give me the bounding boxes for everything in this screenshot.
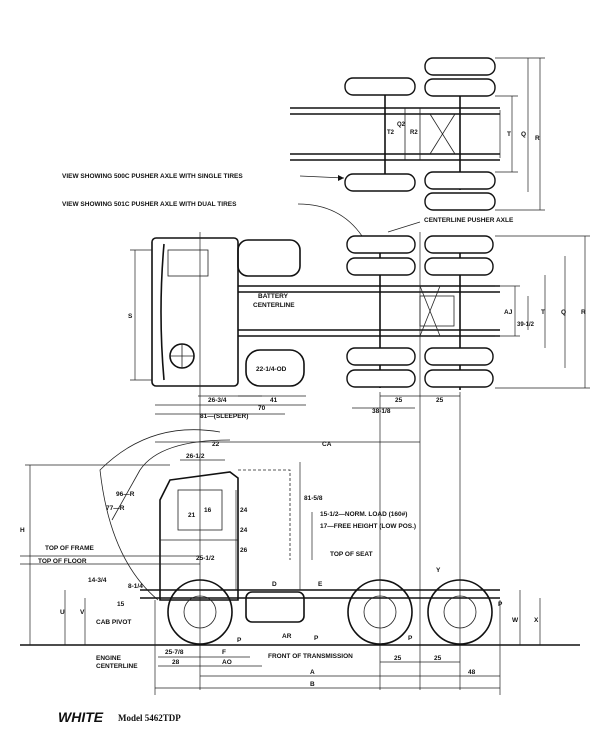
tire <box>346 347 416 366</box>
dim-14-3-4: 14-3/4 <box>88 577 107 584</box>
dim-q2-label: Q2 <box>397 122 406 128</box>
dim-39-label: 39-1/2 <box>517 322 535 328</box>
dim-ao: AO <box>222 659 232 666</box>
dim-25a: 25 <box>395 397 403 404</box>
rear-wheel <box>427 579 493 645</box>
top-of-seat-label: TOP OF SEAT <box>330 551 373 558</box>
tire <box>424 369 494 388</box>
dim-48: 48 <box>468 669 476 676</box>
model-label: Model 5462TDP <box>118 713 181 723</box>
callout-centerline-pusher: CENTERLINE PUSHER AXLE <box>424 217 514 224</box>
front-wheel <box>167 579 233 645</box>
dim-77r: 77—R <box>106 505 125 512</box>
dim-w-label: W <box>512 617 519 624</box>
dim-aj-label: AJ <box>504 309 513 316</box>
tire <box>424 78 496 97</box>
tire <box>344 173 416 192</box>
dim-26: 26 <box>240 547 248 554</box>
dim-r2-label: R2 <box>410 130 418 136</box>
fuel-tank-label: 22-1/4-OD <box>256 366 287 373</box>
tire <box>344 77 416 96</box>
tire <box>424 171 496 190</box>
brand-logo: WHITE <box>58 709 104 725</box>
tire <box>346 235 416 254</box>
dim-x-label: X <box>534 617 539 624</box>
dim-b: B <box>310 681 315 688</box>
p-label-1: P <box>237 637 242 644</box>
tire <box>346 369 416 388</box>
dim-96r: 96—R <box>116 491 135 498</box>
dim-t3-label: T <box>541 309 545 316</box>
dim-d-label: D <box>272 581 277 588</box>
dim-s-label: S <box>128 313 133 320</box>
callout-dual-tires: VIEW SHOWING 501C PUSHER AXLE WITH DUAL … <box>62 201 237 208</box>
norm-load-label: 15-1/2—NORM. LOAD (160#) <box>320 511 407 518</box>
dim-26-3-4: 26-3/4 <box>208 397 227 404</box>
dim-81-sleeper: 81—(SLEEPER) <box>200 413 248 420</box>
p-label-3: P <box>408 635 413 642</box>
dim-24b: 24 <box>240 527 248 534</box>
dim-25d: 25 <box>434 655 442 662</box>
dim-v-label: V <box>80 609 85 616</box>
dim-15: 15 <box>117 601 125 608</box>
top-view-single-tires: T Q R T2 Q2 R2 <box>290 57 545 211</box>
dim-8-1-4: 8-1/4 <box>128 583 143 590</box>
tire <box>424 235 494 254</box>
battery-label: BATTERY <box>258 293 289 300</box>
dim-26-1-2: 26-1/2 <box>186 453 205 460</box>
cab-pivot-label: CAB PIVOT <box>96 619 131 626</box>
dim-y-label: Y <box>436 567 441 574</box>
engine-centerline-label: CENTERLINE <box>96 663 138 670</box>
top-of-frame-label: TOP OF FRAME <box>45 545 95 552</box>
dim-ca: CA <box>322 441 332 448</box>
p-label-4: P <box>498 601 503 608</box>
dim-t-label: T <box>507 131 511 138</box>
dim-r-label: R <box>535 135 540 142</box>
dim-25b: 25 <box>436 397 444 404</box>
engine-label: ENGINE <box>96 655 122 662</box>
top-of-floor-label: TOP OF FLOOR <box>38 558 87 565</box>
ar-label: AR <box>282 633 292 640</box>
tire <box>424 257 494 276</box>
side-view-tractor: H U V W X 22 CA 26-1/2 81-5/8 96—R 77—R … <box>20 429 580 695</box>
dim-t2-label: T2 <box>387 130 395 136</box>
dim-f: F <box>222 649 226 656</box>
dim-a: A <box>310 669 315 676</box>
dim-u-label: U <box>60 609 65 616</box>
front-of-transmission-label: FRONT OF TRANSMISSION <box>268 653 353 660</box>
dim-21: 21 <box>188 512 196 519</box>
tire <box>424 57 496 76</box>
pusher-wheel <box>347 579 413 645</box>
tire <box>346 257 416 276</box>
dim-h-label: H <box>20 527 25 534</box>
dim-22: 22 <box>212 441 220 448</box>
free-height-label: 17—FREE HEIGHT (LOW POS.) <box>320 523 416 530</box>
dim-q-label: Q <box>521 131 526 138</box>
top-view-tractor: S AJ 39-1/2 T Q R BATTERY CENTERLINE 22-… <box>128 235 590 420</box>
dim-25c: 25 <box>394 655 402 662</box>
dim-25-1-2: 25-1/2 <box>196 555 215 562</box>
callout-single-tires: VIEW SHOWING 500C PUSHER AXLE WITH SINGL… <box>62 173 243 180</box>
dim-70: 70 <box>258 405 266 412</box>
dim-41: 41 <box>270 397 278 404</box>
p-label-2: P <box>314 635 319 642</box>
dim-r3-label: R <box>581 309 586 316</box>
dim-38-1-8: 38-1/8 <box>372 408 391 415</box>
tire <box>424 192 496 211</box>
dim-16: 16 <box>204 507 212 514</box>
dim-81-5-8: 81-5/8 <box>304 495 323 502</box>
dim-e-label: E <box>318 581 323 588</box>
centerline-label: CENTERLINE <box>253 302 295 309</box>
tire <box>424 347 494 366</box>
dim-q3-label: Q <box>561 309 566 316</box>
dim-28: 28 <box>172 659 180 666</box>
dim-24a: 24 <box>240 507 248 514</box>
dim-25-7-8: 25-7/8 <box>165 649 184 656</box>
